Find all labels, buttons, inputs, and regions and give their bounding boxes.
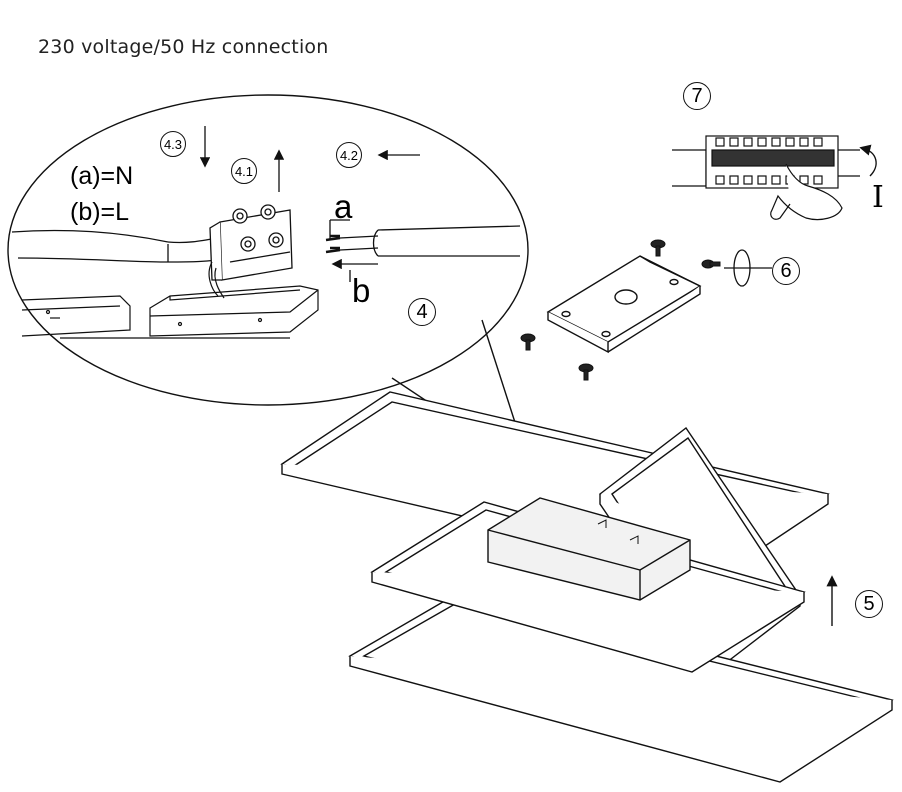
step-4-marker: 4 <box>408 298 436 326</box>
terminal-block <box>209 204 293 281</box>
step-4-2-marker: 4.2 <box>336 142 362 168</box>
step-4-3-marker: 4.3 <box>160 131 186 157</box>
fixture-channel <box>21 285 319 339</box>
page-title: 230 voltage/50 Hz connection <box>38 36 329 58</box>
mounting-screws <box>520 239 721 381</box>
step-6-marker: 6 <box>772 257 800 285</box>
switch-arrow <box>859 144 877 177</box>
mains-cable-right <box>325 225 521 257</box>
hand-icon <box>770 163 843 221</box>
light-fixture <box>280 391 894 783</box>
step-4-1-marker: 4.1 <box>231 158 257 184</box>
fuse-box <box>672 135 860 189</box>
switch-on-symbol: I <box>872 180 884 215</box>
mounting-bracket <box>546 255 702 354</box>
legend-neutral: (a)=N <box>70 162 134 190</box>
step-arrows <box>199 126 420 282</box>
legend-live: (b)=L <box>70 198 130 226</box>
wire-label-a: a <box>334 188 353 225</box>
step-5-marker: 5 <box>855 590 883 618</box>
rotate-arrow-icon <box>724 249 772 287</box>
step-7-marker: 7 <box>683 82 711 110</box>
internal-wires <box>208 261 225 299</box>
wire-label-b: b <box>352 272 371 309</box>
